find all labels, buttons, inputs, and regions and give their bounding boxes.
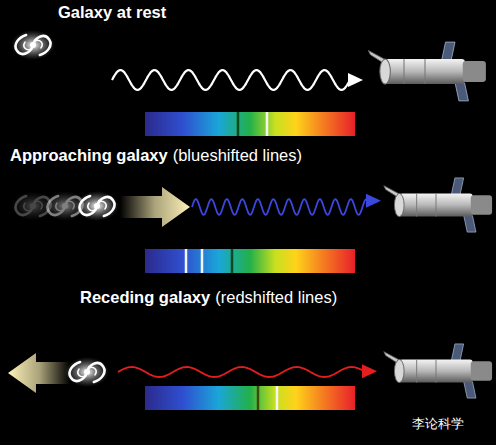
wave-path (112, 70, 350, 90)
watermark: 李论科学 (412, 416, 464, 432)
wave-arrowhead (362, 364, 377, 378)
row-title: Approaching galaxy (10, 146, 168, 166)
wave-path (118, 367, 364, 377)
motion-arrow (120, 187, 190, 227)
light-wave (192, 194, 381, 215)
row-subtitle: (redshifted lines) (215, 288, 337, 308)
spectrum-bar (145, 249, 355, 273)
spectral-lines (258, 386, 277, 410)
light-wave (118, 364, 377, 378)
spectral-lines (238, 112, 267, 136)
light-wave (112, 70, 363, 90)
wave-path (192, 199, 368, 215)
row-title: Galaxy at rest (58, 3, 166, 23)
row-subtitle: (blueshifted lines) (173, 146, 302, 166)
spectrum-bar (145, 112, 355, 136)
spectrum-bar (145, 386, 355, 410)
telescope (384, 344, 492, 398)
approaching-galaxy (11, 188, 119, 224)
telescope (384, 178, 492, 232)
wave-arrowhead (366, 194, 381, 208)
motion-arrow (8, 353, 70, 393)
galaxy (11, 27, 55, 63)
telescope (368, 42, 486, 101)
galaxy (65, 354, 109, 390)
row-title: Receding galaxy (80, 288, 210, 308)
wave-arrowhead (348, 73, 363, 87)
spectral-lines (186, 249, 232, 273)
